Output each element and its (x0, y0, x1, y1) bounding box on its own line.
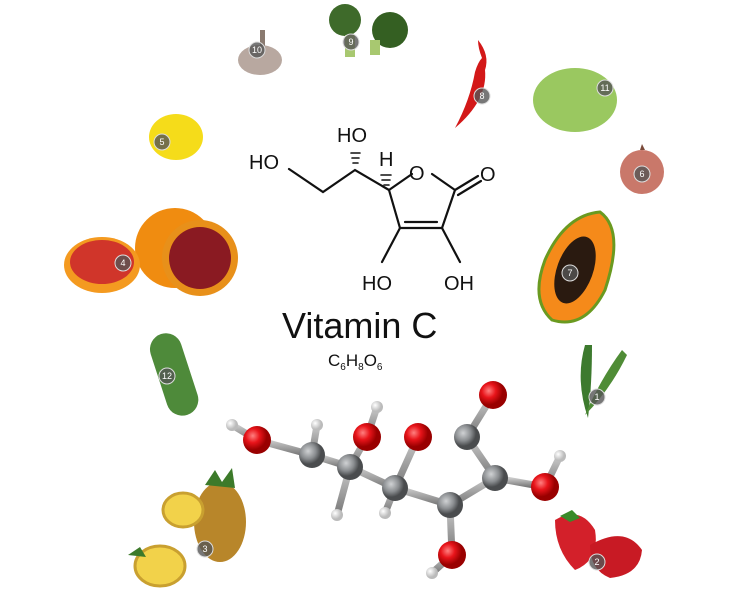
atom-labels: HO HO H O O HO OH (249, 125, 496, 295)
badge-number: 7 (567, 268, 572, 278)
hydrogen-atom (331, 509, 343, 521)
badge-chili-pepper: 8 (473, 87, 491, 105)
badge-garlic: 10 (248, 41, 266, 59)
papaya (537, 210, 616, 324)
hydrogen-atom (311, 419, 323, 431)
side-chain-bonds (287, 167, 391, 194)
badge-number: 11 (600, 83, 609, 93)
carbon-atom (382, 475, 408, 501)
cabbage (533, 68, 617, 132)
oxygen-atom (243, 426, 271, 454)
badge-number: 12 (162, 371, 172, 381)
label-o-carbonyl: O (480, 164, 496, 186)
badge-number: 4 (120, 258, 125, 268)
hydrogen-atom (371, 401, 383, 413)
broccoli (329, 4, 408, 57)
label-o-ring: O (409, 163, 425, 185)
oxygen-atom (353, 423, 381, 451)
badge-number: 8 (479, 91, 484, 101)
hydrogen-atom (554, 450, 566, 462)
green-beans (580, 345, 627, 418)
blood-orange (64, 208, 238, 296)
label-ho-chain: HO (249, 152, 279, 174)
carbonyl-bond (453, 174, 480, 192)
label-ho-left: HO (362, 273, 392, 295)
oxygen-atom (404, 423, 432, 451)
oxygen-atom (479, 381, 507, 409)
oxygen-atom (531, 473, 559, 501)
badge-papaya: 7 (561, 264, 579, 282)
badge-onion: 6 (633, 165, 651, 183)
hydrogen-atom (379, 507, 391, 519)
badge-zucchini: 12 (158, 367, 176, 385)
badge-blood-orange: 4 (114, 254, 132, 272)
badge-pineapple: 3 (196, 540, 214, 558)
badge-cabbage: 11 (596, 79, 614, 97)
structural-formula (287, 152, 483, 264)
carbon-atom (299, 442, 325, 468)
hash-wedge-2 (380, 174, 392, 186)
atoms (226, 381, 566, 579)
ring-bond (387, 172, 414, 192)
oxygen-atom (438, 541, 466, 569)
badge-number: 3 (202, 544, 207, 554)
hydrogen-atom (426, 567, 438, 579)
badge-number: 2 (594, 557, 599, 567)
label-oh-right: OH (444, 273, 474, 295)
badge-number: 10 (252, 45, 262, 55)
title: Vitamin C (282, 305, 437, 346)
badge-green-beans: 1 (588, 388, 606, 406)
hash-wedge-1 (350, 152, 361, 164)
badge-strawberry: 2 (588, 553, 606, 571)
molecular-formula: C6H8O6 (328, 351, 383, 373)
badge-number: 6 (639, 169, 644, 179)
chili-pepper (455, 40, 487, 128)
pineapple (128, 468, 246, 588)
carbon-atom (482, 465, 508, 491)
hydrogen-atom (226, 419, 238, 431)
badge-number: 1 (594, 392, 599, 402)
badge-number: 9 (348, 37, 353, 47)
strawberry (555, 510, 642, 578)
label-h: H (379, 149, 393, 171)
badge-number: 5 (159, 137, 164, 147)
badge-lemon: 5 (153, 133, 171, 151)
badge-broccoli: 9 (342, 33, 360, 51)
label-ho-top: HO (337, 125, 367, 147)
carbon-atom (437, 492, 463, 518)
carbon-atom (337, 454, 363, 480)
carbon-atom (454, 424, 480, 450)
